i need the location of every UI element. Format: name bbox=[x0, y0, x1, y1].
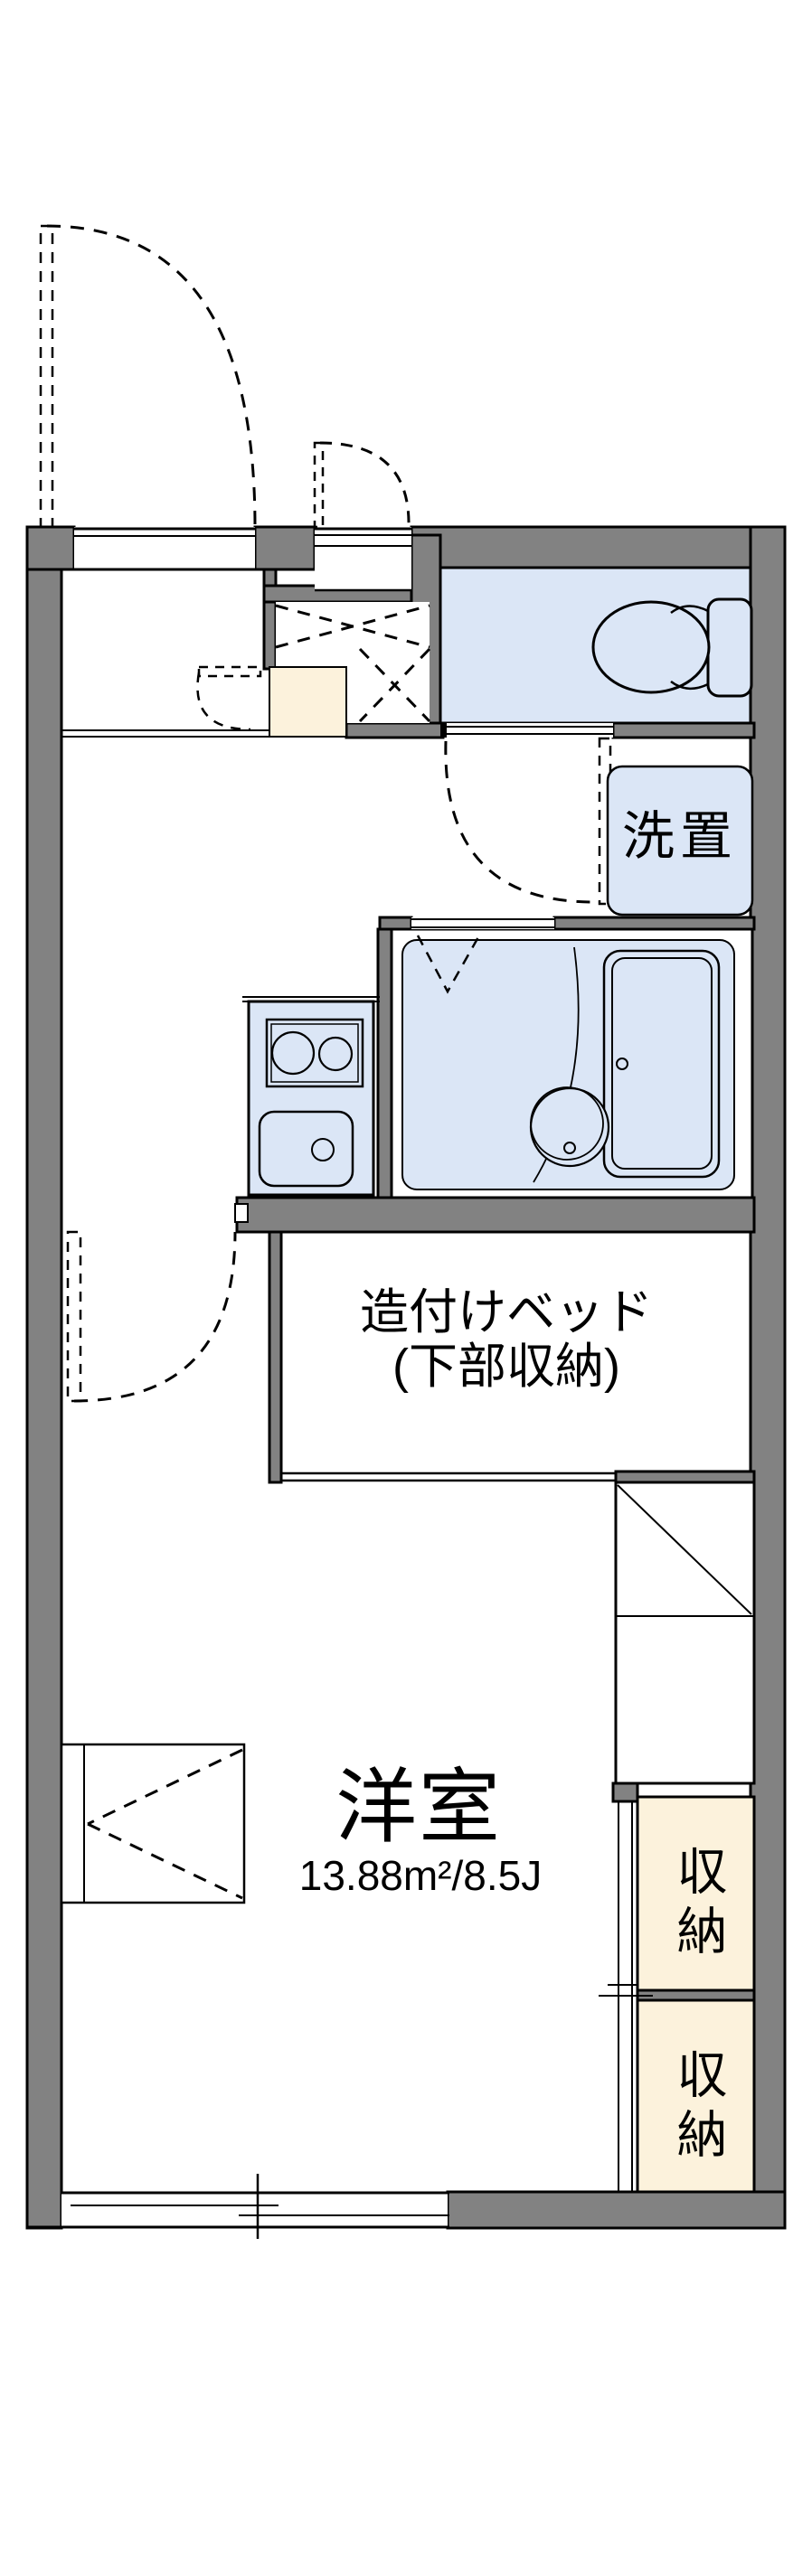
washer-space-box bbox=[606, 765, 754, 917]
toilet-bowl bbox=[591, 600, 711, 694]
bath-door-opening bbox=[411, 917, 554, 929]
bathtub-outer bbox=[602, 949, 721, 1179]
entrance-genkan-tile bbox=[269, 666, 347, 738]
stove-burner-left bbox=[270, 1030, 316, 1076]
genkan-door-panel bbox=[197, 665, 262, 678]
built-in-bed-bottom-edge bbox=[281, 1471, 616, 1482]
stove-burner-right bbox=[317, 1036, 354, 1072]
wall-right bbox=[749, 525, 787, 2230]
toilet-tank bbox=[706, 597, 753, 698]
wall-bed-left-strip bbox=[268, 1230, 283, 1484]
entrance-door-opening bbox=[315, 527, 411, 592]
kitchen-sink bbox=[258, 1110, 354, 1188]
hall-step-edge bbox=[61, 729, 269, 738]
built-in-bed-label: 造付けベッド (下部収納) bbox=[360, 1285, 653, 1395]
large-door-panel bbox=[39, 224, 54, 529]
toilet-door-track bbox=[440, 723, 613, 738]
wall-mid-band bbox=[235, 1196, 756, 1234]
toilet-bowl-join-bottom bbox=[670, 680, 709, 690]
wall-top-left-stub bbox=[25, 525, 76, 571]
wall-top-pier bbox=[253, 525, 316, 571]
entrance-door-panel bbox=[313, 441, 325, 529]
wall-toilet-bottom-left bbox=[345, 721, 445, 739]
sink-drain bbox=[311, 1138, 335, 1161]
washroom-door-swing-arc bbox=[444, 740, 600, 904]
room-name-label: 洋室 bbox=[335, 1763, 502, 1853]
bath-wash-circle-inner bbox=[530, 1086, 604, 1161]
toilet-bowl-join-top bbox=[670, 605, 709, 615]
room-door-panel bbox=[66, 1230, 82, 1403]
bathroom bbox=[390, 917, 754, 1199]
wall-bath-top bbox=[552, 916, 756, 931]
storage-label-1: 収納 bbox=[670, 1845, 727, 1964]
bathtub-faucet-dot bbox=[616, 1058, 628, 1070]
kitchen bbox=[242, 996, 380, 1197]
top-left-opening bbox=[61, 527, 264, 571]
storage-closet-2 bbox=[636, 1998, 756, 2194]
storage-sliding-door bbox=[599, 1801, 653, 2192]
wall-bed-bottom-right bbox=[614, 1470, 756, 1484]
entrance-door-swing-arc bbox=[319, 441, 411, 528]
wall-left bbox=[25, 525, 63, 2230]
wall-kitchen-bath-divider bbox=[376, 927, 393, 1199]
genkan-door-swing-arc bbox=[196, 672, 251, 731]
bath-wash-circle-outer bbox=[529, 1086, 610, 1168]
wall-cabinet-ledge bbox=[611, 1782, 639, 1803]
room-size-label: 13.88m²/8.5J bbox=[298, 1852, 543, 1899]
wall-toilet-bottom-right bbox=[611, 721, 756, 739]
tall-cabinet bbox=[614, 1481, 756, 1785]
storage-label-2: 収納 bbox=[670, 2048, 727, 2167]
storage-closet-1 bbox=[636, 1795, 756, 1992]
wall-bottom-right bbox=[446, 2190, 787, 2230]
large-door-swing-arc bbox=[46, 224, 257, 528]
mid-band-jamb-notch bbox=[234, 1203, 249, 1223]
toilet bbox=[591, 597, 753, 698]
wall-bath-top-end-block bbox=[378, 916, 413, 931]
wall-top-right bbox=[410, 525, 787, 571]
bath-folding-door-mark bbox=[416, 935, 481, 994]
room-door-swing-arc bbox=[73, 1231, 237, 1403]
bathtub-inner bbox=[611, 957, 713, 1170]
bath-drain-dot bbox=[563, 1142, 576, 1154]
bottom-sliding-window bbox=[27, 2174, 449, 2239]
wall-storage-divider bbox=[636, 1988, 756, 2002]
washer-space-label: 洗置 bbox=[621, 807, 738, 866]
desk-counter bbox=[60, 1743, 246, 1904]
shoe-cabinet-area bbox=[275, 602, 431, 723]
